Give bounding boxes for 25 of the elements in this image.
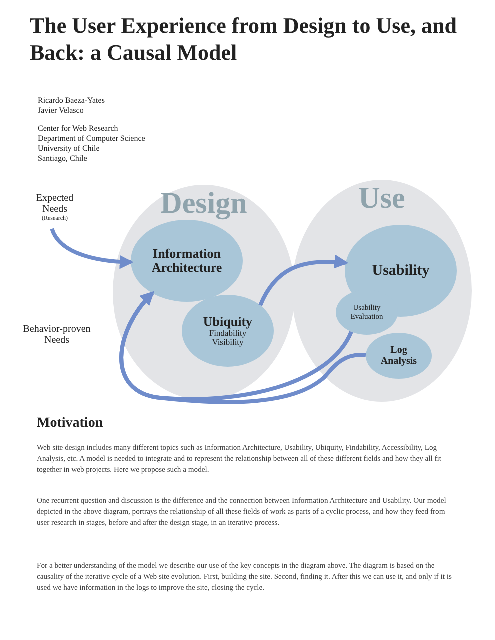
stage-title: Design: [160, 187, 248, 221]
node-label: Expected Needs: [35, 193, 75, 215]
concept-bubble: [366, 333, 432, 379]
concept-bubble: [182, 295, 274, 367]
affiliation-line: University of Chile: [38, 144, 100, 154]
concept-bubble: [131, 220, 243, 302]
page-title: The User Experience from Design to Use, and Back: a Causal Model: [30, 12, 458, 66]
affiliation-line: Santiago, Chile: [38, 154, 88, 164]
author-name: Javier Velasco: [38, 106, 84, 116]
author-name: Ricardo Baeza-Yates: [38, 96, 105, 106]
stage-title: Use: [358, 182, 406, 216]
stage-ellipse: [113, 185, 295, 400]
concept-bubble: [336, 290, 398, 335]
node-label: Ubiquity: [202, 314, 254, 329]
affiliation-line: Department of Computer Science: [38, 134, 146, 144]
side-label: Behavior-proven Needs: [22, 324, 92, 346]
node-label: Log Analysis: [380, 345, 418, 367]
stage-ellipse: [292, 180, 472, 402]
node-label: Information Architecture: [150, 246, 224, 276]
node-label: Usability: [371, 262, 431, 280]
affiliation-line: Center for Web Research: [38, 124, 118, 134]
node-sublabel: Findability Visibility: [209, 328, 248, 348]
section-heading: Motivation: [37, 416, 104, 432]
arrow: [50, 228, 134, 270]
arrow: [258, 255, 349, 306]
